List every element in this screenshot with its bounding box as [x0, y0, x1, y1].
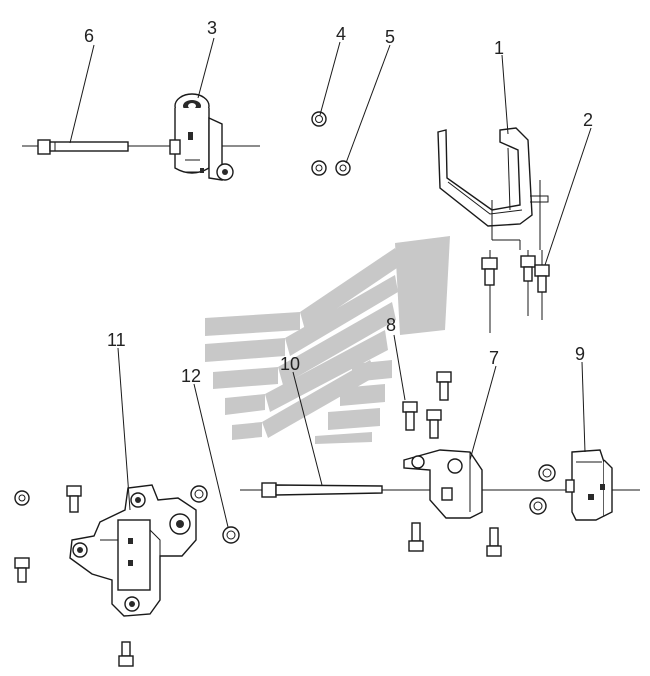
nuts-near-part-9: [529, 464, 556, 515]
part-7-bracket: [403, 449, 483, 519]
callout-2: 2: [583, 110, 593, 130]
callout-numbers: 1 2 3 4 5 6 7 8 9 10 11 12: [84, 18, 593, 386]
callout-7: 7: [489, 348, 499, 368]
part-5-washers: [311, 160, 351, 176]
callout-10: 10: [280, 354, 300, 374]
leader-lines: [69, 37, 592, 528]
part-4-nut: [311, 111, 327, 127]
part-10-long-bolt: [261, 482, 383, 498]
watermark-logo: [205, 236, 450, 444]
part-11-hardware: [14, 485, 208, 667]
callout-8: 8: [386, 315, 396, 335]
part-9-mount-block: [565, 449, 613, 521]
part-1-bracket: [437, 127, 549, 250]
part-11-engine-mount: [69, 484, 197, 617]
part-3-bushing-assembly: [169, 93, 234, 181]
part-12-washer: [222, 526, 240, 544]
callout-1: 1: [494, 38, 504, 58]
callout-4: 4: [336, 24, 346, 44]
part-2-bolts: [481, 250, 550, 333]
callout-6: 6: [84, 26, 94, 46]
callout-9: 9: [575, 344, 585, 364]
callout-12: 12: [181, 366, 201, 386]
callout-11: 11: [107, 330, 126, 350]
callout-3: 3: [207, 18, 217, 38]
part-6-long-bolt: [22, 139, 260, 155]
part-8-bolts: [402, 371, 452, 439]
part-7-lower-bolts: [408, 522, 502, 557]
callout-5: 5: [385, 27, 395, 47]
